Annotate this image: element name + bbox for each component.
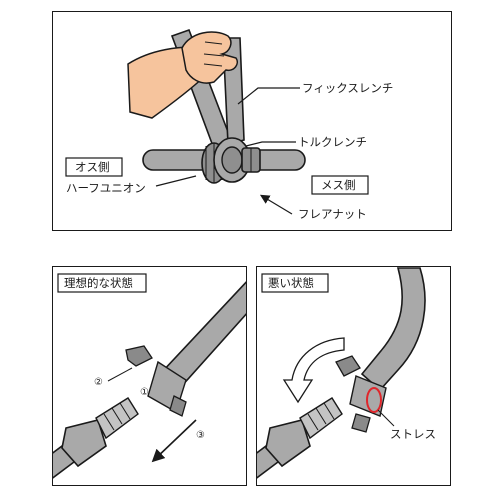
- ideal-fitting-hex: [61, 419, 107, 468]
- ideal-markers: ② ① ③: [94, 367, 205, 441]
- marker-3: ③: [196, 430, 205, 441]
- hand: [181, 31, 238, 84]
- marker-2: ②: [94, 377, 103, 388]
- bad-title-box: [261, 273, 329, 293]
- bad-pipe: [360, 267, 426, 392]
- top-panel-frame: [52, 11, 452, 231]
- ideal-title: 理想的な状態: [64, 276, 133, 290]
- label-torque-wrench: トルクレンチ: [298, 135, 367, 149]
- ideal-fitting-thread: [95, 397, 139, 440]
- ideal-flare-lower: [169, 395, 187, 417]
- ideal-title-box: [57, 273, 147, 293]
- stress-ring: [366, 387, 382, 413]
- female-side-box: [311, 175, 369, 195]
- label-stress: ストレス: [390, 427, 436, 441]
- label-fix-wrench: フィックスレンチ: [302, 81, 393, 95]
- label-male-side: オス側: [75, 160, 110, 174]
- ideal-pipe: [160, 281, 246, 390]
- label-female-side: メス側: [321, 178, 356, 192]
- label-flare-nut: フレアナット: [298, 207, 367, 221]
- bad-title: 悪い状態: [268, 276, 314, 290]
- ideal-flare-upper: [125, 345, 153, 367]
- top-leader-lines: [155, 87, 300, 215]
- bad-fitting-hex: [265, 419, 311, 468]
- top-illustration: [127, 28, 306, 184]
- bad-illustration: [257, 267, 426, 479]
- label-half-union: ハーフユニオン: [66, 181, 146, 195]
- male-side-box: [65, 157, 123, 177]
- marker-1: ①: [140, 387, 149, 398]
- bad-fitting-thread: [299, 397, 343, 440]
- ideal-illustration: [53, 281, 246, 479]
- bad-flare-lower: [351, 413, 371, 433]
- bad-flare-upper: [335, 355, 361, 377]
- curved-arrow: [282, 337, 345, 404]
